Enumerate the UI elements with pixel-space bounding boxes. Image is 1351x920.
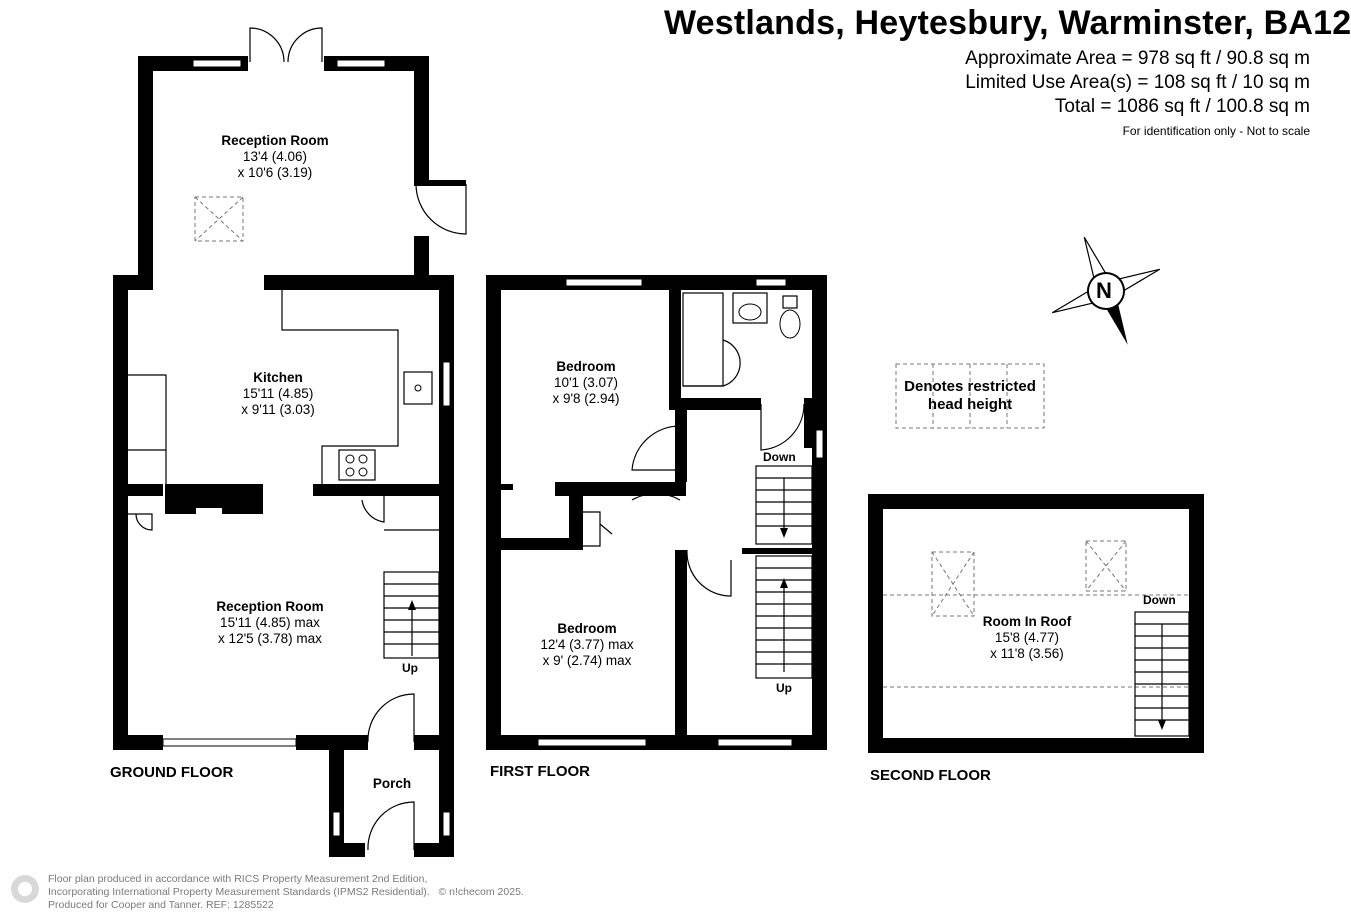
ground-floor-plan [113,27,467,857]
room-dim-1: 12'4 (3.77) max [540,637,634,652]
room-name: Reception Room [216,599,324,614]
room-porch: Porch [373,776,411,792]
room-dim-2: x 9'8 (2.94) [552,391,620,406]
floor-plan-drawing [113,27,1204,857]
footer-line-2: Incorporating International Property Mea… [48,886,524,899]
room-dim-2: x 12'5 (3.78) max [218,631,322,646]
second-floor-plan [868,494,1204,753]
room-dim-1: 15'11 (4.85) max [220,615,320,630]
first-floor-label: FIRST FLOOR [490,763,590,780]
legend-line-2: head height [927,396,1013,413]
room-dim-1: 10'1 (3.07) [553,375,619,390]
room-in-roof: Room In Roof 15'8 (4.77) x 11'8 (3.56) [983,614,1071,662]
room-name: Room In Roof [982,614,1072,629]
scale-note: For identification only - Not to scale [1122,124,1310,138]
room-name: Porch [372,776,412,791]
footer-line-1: Floor plan produced in accordance with R… [48,873,428,885]
limited-use-area: Limited Use Area(s) = 108 sq ft / 10 sq … [965,72,1310,93]
ground-floor-label: GROUND FLOOR [110,764,234,781]
first-stairs-down-label: Down [763,450,796,464]
nichecom-logo-icon [11,875,39,903]
second-floor-label: SECOND FLOOR [870,767,991,784]
footer-text: Floor plan produced in accordance with R… [48,873,524,912]
room-name: Bedroom [557,621,617,636]
ground-stairs-up-label: Up [402,661,418,675]
room-dim-2: x 9'11 (3.03) [241,402,315,417]
legend-line-1: Denotes restricted [904,378,1036,395]
room-dim-2: x 11'8 (3.56) [990,646,1064,661]
second-stairs-down-label: Down [1143,593,1176,607]
total-area: Total = 1086 sq ft / 100.8 sq m [1054,96,1310,117]
footer-line-2-text: Incorporating International Property Mea… [48,886,430,898]
room-dim-1: 13'4 (4.06) [242,149,308,164]
room-reception-main: Reception Room 15'11 (4.85) max x 12'5 (… [216,599,323,647]
room-reception-top: Reception Room 13'4 (4.06) x 10'6 (3.19) [221,133,328,181]
room-name: Bedroom [556,359,616,374]
room-bedroom-1: Bedroom 10'1 (3.07) x 9'8 (2.94) [552,359,619,407]
north-label: N [1096,278,1112,303]
room-dim-2: x 9' (2.74) max [542,653,632,668]
room-dim-1: 15'11 (4.85) [242,386,314,401]
room-dim-1: 15'8 (4.77) [994,630,1060,645]
room-bedroom-2: Bedroom 12'4 (3.77) max x 9' (2.74) max [540,621,633,669]
room-dim-2: x 10'6 (3.19) [237,165,313,180]
compass-rose-icon [1051,236,1161,345]
property-title: Westlands, Heytesbury, Warminster, BA12 [664,4,1351,42]
room-kitchen: Kitchen 15'11 (4.85) x 9'11 (3.03) [241,370,315,418]
room-name: Kitchen [253,370,303,385]
first-stairs-up-label: Up [776,681,792,695]
footer-line-3: Produced for Cooper and Tanner. REF: 128… [48,899,274,911]
first-floor-plan [486,275,827,750]
footer-copyright: © n!checom 2025. [438,886,524,898]
room-name: Reception Room [221,133,329,148]
approximate-area: Approximate Area = 978 sq ft / 90.8 sq m [965,48,1310,69]
restricted-height-legend: Denotes restricted head height [896,378,1044,414]
restricted-height-legend-swatch [895,363,1045,429]
